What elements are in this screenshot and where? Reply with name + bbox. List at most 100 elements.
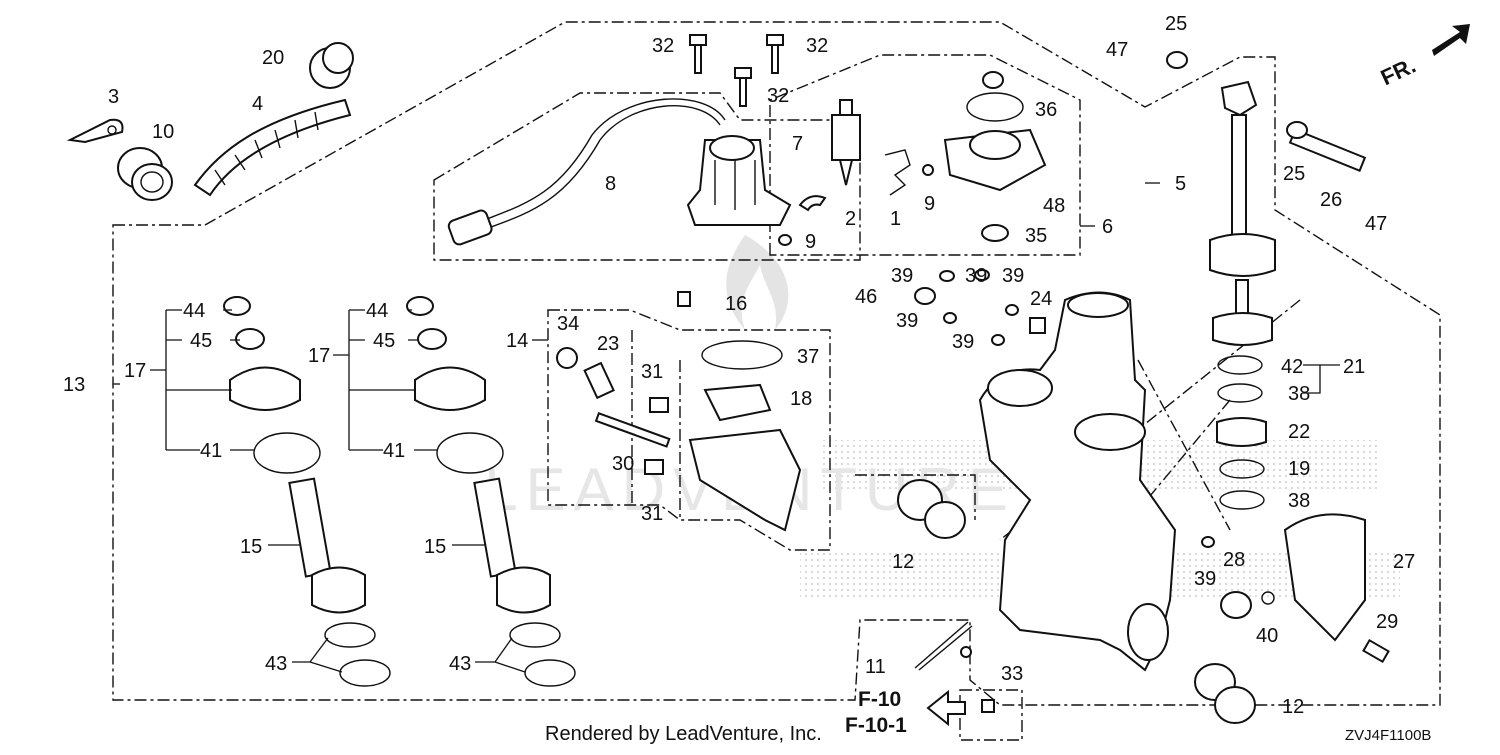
callout-39f[interactable]: 39 — [1194, 568, 1216, 590]
callout-44b[interactable]: 44 — [366, 300, 388, 322]
part-12-collar-a[interactable] — [897, 479, 966, 539]
callout-39c[interactable]: 39 — [1002, 265, 1024, 287]
cylinder-left[interactable] — [223, 296, 391, 687]
callout-17a[interactable]: 17 — [124, 360, 146, 382]
part-11-cable[interactable] — [914, 621, 995, 713]
part-10-collar[interactable] — [117, 147, 173, 201]
callout-18[interactable]: 18 — [790, 388, 812, 410]
callout-23[interactable]: 23 — [597, 333, 619, 355]
callout-46[interactable]: 46 — [855, 286, 877, 308]
part-29-bolt[interactable] — [1362, 638, 1390, 664]
part-27-cover[interactable] — [1283, 513, 1366, 642]
callout-42[interactable]: 42 — [1281, 356, 1303, 378]
callout-33[interactable]: 33 — [1001, 663, 1023, 685]
valve-block[interactable] — [556, 291, 802, 532]
part-1-bracket[interactable] — [884, 149, 911, 196]
callout-41a[interactable]: 41 — [200, 440, 222, 462]
callout-28[interactable]: 28 — [1223, 549, 1245, 571]
callout-31a[interactable]: 31 — [641, 361, 663, 383]
part-12-collar-b[interactable] — [1194, 663, 1256, 724]
trim-housing[interactable] — [978, 291, 1177, 672]
bolt-32a[interactable] — [689, 34, 707, 74]
callout-32b[interactable]: 32 — [806, 35, 828, 57]
callout-4[interactable]: 4 — [252, 93, 263, 115]
callout-45a[interactable]: 45 — [190, 330, 212, 352]
part-pump-cover[interactable] — [943, 71, 1047, 242]
callout-39e[interactable]: 39 — [952, 331, 974, 353]
callout-43b[interactable]: 43 — [449, 653, 471, 675]
callout-25a[interactable]: 25 — [1165, 13, 1187, 35]
bolt-32c[interactable] — [734, 67, 752, 107]
callout-13[interactable]: 13 — [63, 374, 85, 396]
reference-f10-1[interactable]: F-10-1 — [845, 714, 907, 737]
callout-25b[interactable]: 25 — [1283, 163, 1305, 185]
callout-39b[interactable]: 39 — [965, 265, 987, 287]
callout-34[interactable]: 34 — [557, 313, 579, 335]
callout-9b[interactable]: 9 — [805, 231, 816, 253]
part-28-nut[interactable] — [1201, 536, 1275, 619]
part-4-corrugated-tube[interactable] — [193, 98, 352, 197]
callout-11[interactable]: 11 — [865, 656, 886, 678]
callout-32c[interactable]: 32 — [767, 85, 789, 107]
callout-17b[interactable]: 17 — [308, 345, 330, 367]
callout-24[interactable]: 24 — [1030, 288, 1052, 310]
callout-26[interactable]: 26 — [1320, 189, 1342, 211]
callout-48[interactable]: 48 — [1043, 195, 1065, 217]
part-3-clip[interactable] — [66, 118, 124, 144]
callout-47a[interactable]: 47 — [1106, 39, 1128, 61]
callout-16[interactable]: 16 — [725, 293, 747, 315]
callout-43a[interactable]: 43 — [265, 653, 287, 675]
callout-36[interactable]: 36 — [1035, 99, 1057, 121]
callout-6[interactable]: 6 — [1102, 216, 1113, 238]
callout-39d[interactable]: 39 — [896, 310, 918, 332]
diagram-code: ZVJ4F1100B — [1345, 727, 1431, 744]
reference-f10[interactable]: F-10 — [858, 688, 901, 711]
part-2-clip[interactable] — [798, 195, 827, 212]
callout-47b[interactable]: 47 — [1365, 213, 1387, 235]
callout-44a[interactable]: 44 — [183, 300, 205, 322]
callout-10[interactable]: 10 — [152, 121, 174, 143]
reference-arrow[interactable] — [926, 689, 966, 727]
callout-8[interactable]: 8 — [605, 173, 616, 195]
callout-12b[interactable]: 12 — [1282, 696, 1304, 718]
callout-38b[interactable]: 38 — [1288, 490, 1310, 512]
callout-45b[interactable]: 45 — [373, 330, 395, 352]
bolt-32b[interactable] — [766, 34, 784, 74]
callout-21[interactable]: 21 — [1343, 356, 1365, 378]
callout-32a[interactable]: 32 — [652, 35, 674, 57]
callout-41b[interactable]: 41 — [383, 440, 405, 462]
part-20-bushing[interactable] — [309, 42, 354, 89]
callout-15b[interactable]: 15 — [424, 536, 446, 558]
callout-39a[interactable]: 39 — [891, 265, 913, 287]
callout-15a[interactable]: 15 — [240, 536, 262, 558]
small-fittings[interactable] — [778, 164, 1046, 346]
rendered-credit: Rendered by LeadVenture, Inc. — [545, 723, 822, 745]
callout-3[interactable]: 3 — [108, 86, 119, 108]
callout-19[interactable]: 19 — [1288, 458, 1310, 480]
part-8-harness[interactable] — [447, 98, 726, 246]
part-26-pin[interactable] — [1166, 51, 1367, 173]
part-motor-housing[interactable] — [686, 135, 792, 226]
callout-37[interactable]: 37 — [797, 346, 819, 368]
callout-30[interactable]: 30 — [612, 453, 634, 475]
callout-38a[interactable]: 38 — [1288, 383, 1310, 405]
callout-2[interactable]: 2 — [845, 208, 856, 230]
callout-14[interactable]: 14 — [506, 330, 528, 352]
callout-20[interactable]: 20 — [262, 47, 284, 69]
callout-9a[interactable]: 9 — [924, 193, 935, 215]
callout-35[interactable]: 35 — [1025, 225, 1047, 247]
callout-12a[interactable]: 12 — [892, 551, 914, 573]
callout-29[interactable]: 29 — [1376, 611, 1398, 633]
part-7-valve[interactable] — [831, 99, 861, 186]
callout-27[interactable]: 27 — [1393, 551, 1415, 573]
callout-40[interactable]: 40 — [1256, 625, 1278, 647]
callout-31b[interactable]: 31 — [641, 503, 663, 525]
callout-1[interactable]: 1 — [890, 208, 901, 230]
callout-7[interactable]: 7 — [792, 133, 803, 155]
cylinder-right[interactable] — [406, 296, 576, 687]
tilt-rod-assembly[interactable] — [1209, 80, 1276, 510]
callout-5[interactable]: 5 — [1175, 173, 1186, 195]
callout-22[interactable]: 22 — [1288, 421, 1310, 443]
